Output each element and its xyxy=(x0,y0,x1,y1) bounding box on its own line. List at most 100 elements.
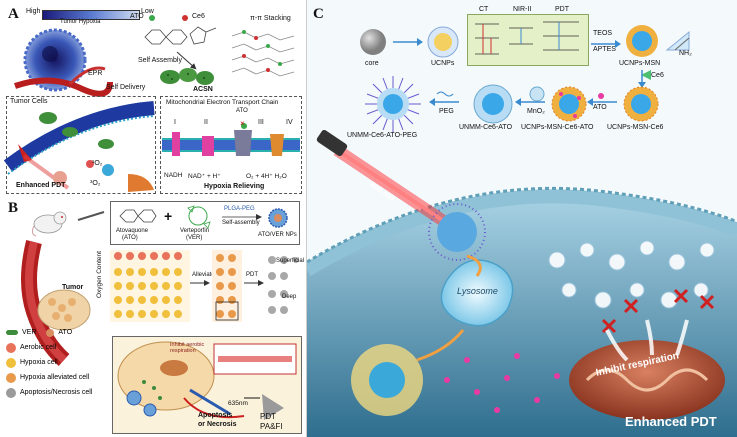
etc-title: Mitochondrial Electron Transport Chain xyxy=(166,99,279,106)
hypoxia-colorbar xyxy=(42,10,140,20)
pdt-arrow-icon xyxy=(244,280,264,286)
ucnps-msn-ce6-icon xyxy=(623,86,659,122)
energy-level-diagram xyxy=(475,21,579,55)
ce6-label: Ce6 xyxy=(192,13,205,20)
panel-a: A High Low Tumor Hypoxia EPR ATO Ce6 π-π… xyxy=(0,0,305,197)
deep-label: Deep xyxy=(282,294,297,300)
acsn-label: ACSN xyxy=(193,86,213,93)
peg-icon xyxy=(436,91,454,97)
legend-label: VER xyxy=(22,329,37,336)
unmm-ce6-ato-label: UNMM-Ce6-ATO xyxy=(459,124,513,131)
pdt-pa-fi-line1: PDT xyxy=(260,412,276,421)
acsn-nanoparticle-icon xyxy=(160,68,214,85)
tumor-sphere xyxy=(14,28,113,97)
complex-ii-label: II xyxy=(204,119,208,126)
tumor-cell-box xyxy=(6,96,156,194)
inhibit-resp-b-label: Inhibit aerobic respiration xyxy=(170,342,205,354)
ucnps-msn-icon xyxy=(626,25,658,57)
peg-label: PEG xyxy=(439,108,454,115)
verteporfin-abbr: (VER) xyxy=(186,235,203,241)
unmm-ce6-ato-icon xyxy=(473,84,513,124)
core-icon xyxy=(360,29,386,55)
colorbar-title: Tumor Hypoxia xyxy=(60,19,101,25)
ver-swatch xyxy=(6,330,18,335)
arrow-teos xyxy=(591,40,621,48)
necrotic-tissue-illustration xyxy=(268,256,299,314)
verteporfin-label: Verteporfin xyxy=(180,228,210,234)
panel-a-label: A xyxy=(8,6,19,22)
ato-ver-np-icon xyxy=(268,208,288,228)
teos-label: TEOS xyxy=(593,30,613,37)
pi-stacking-label: π-π Stacking xyxy=(250,15,291,22)
assembly-arrow-b-icon xyxy=(222,214,262,220)
colorbar-low: Low xyxy=(141,8,154,15)
legend-item: Apoptosis/Necrosis cell xyxy=(6,386,106,399)
ct-label: CT xyxy=(479,6,489,13)
ce6-dot-icon xyxy=(182,15,188,21)
legend-item: Hypoxia alleviated cell xyxy=(6,371,106,384)
unmm-ce6-ato-peg-label: UNMM-Ce6-ATO-PEG xyxy=(347,132,418,139)
nh2-label: NH₂ xyxy=(679,50,692,57)
aerobic-swatch xyxy=(6,342,16,353)
lysosome-label: Lysosome xyxy=(457,286,498,296)
self-assembly-b-label: Self-assembly xyxy=(222,220,260,226)
arrow-mno2 xyxy=(515,98,545,106)
np-label: ATO/VER NPs xyxy=(258,232,297,238)
panel-b: B Atovaquone (ATO) + Verteporfin (VER) P… xyxy=(0,198,305,437)
alleviate-arrow-icon xyxy=(190,280,210,286)
tumor-vessel-illustration xyxy=(21,240,91,366)
etc-membrane-illustration: × xyxy=(162,119,300,156)
atovaquone-label: Atovaquone xyxy=(116,228,149,234)
complex-iii-label: III xyxy=(258,119,264,126)
or-necrosis-label: or Necrosis xyxy=(198,421,237,428)
cell-mechanism-illustration xyxy=(117,341,297,420)
nadh-label: NADH xyxy=(164,172,183,179)
core-label: core xyxy=(365,60,379,67)
wavelength-label: 635nm xyxy=(228,400,248,407)
etc-ato-label: ATO xyxy=(236,108,248,114)
arrow-core-ucnps xyxy=(393,38,423,46)
ce6-c-label: Ce6 xyxy=(651,72,664,79)
ucnps-label: UCNPs xyxy=(431,60,455,67)
legend-label: Hypoxia cell xyxy=(20,359,58,366)
plga-peg-label: PLGA-PEG xyxy=(224,206,255,212)
mno2-label: MnO₂ xyxy=(527,108,545,115)
pi-stacking-icon xyxy=(231,30,295,77)
nad-label: NAD⁺ + H⁺ xyxy=(188,173,221,180)
mno2-icon xyxy=(529,86,545,102)
pdt-b-label: PDT xyxy=(246,272,258,278)
legend-label: Aerobic cell xyxy=(20,344,57,351)
assembly-arrow-icon xyxy=(176,51,197,70)
panel-c: C core UCNPs CT NIR-II PDT TEOS APTES NH… xyxy=(306,0,737,437)
svg-text:×: × xyxy=(240,119,245,128)
colorbar-high: High xyxy=(26,8,41,15)
ucnps-msn-label: UCNPs-MSN xyxy=(619,60,661,67)
cell-scene-background xyxy=(307,0,737,437)
singlet-oxygen-label: ¹O₂ xyxy=(92,160,103,167)
ato-swatch xyxy=(46,328,55,337)
ato-c-label: ATO xyxy=(593,104,607,111)
ato-label: ATO xyxy=(130,13,144,20)
alleviate-label: Alleviate xyxy=(192,272,215,278)
enhanced-pdt-label-a: Enhanced PDT xyxy=(16,182,66,189)
ce6-step-icon xyxy=(641,70,651,80)
plus-sign: + xyxy=(164,208,173,224)
pdt-c-top-label: PDT xyxy=(555,6,569,13)
energy-diagram-box xyxy=(467,14,589,66)
hypoxia-relieving-label: Hypoxia Relieving xyxy=(204,183,265,190)
enhanced-pdt-c-label: Enhanced PDT xyxy=(625,414,717,429)
atovaquone-structure-icon xyxy=(119,209,157,223)
unmm-ce6-ato-peg-icon xyxy=(365,76,421,132)
water-reaction-label: O₂ + 4H⁺ H₂O xyxy=(246,173,287,180)
panel-b-label: B xyxy=(8,200,19,216)
pdt-pa-fi-line2: PA&FI xyxy=(260,422,283,431)
arrow-ato xyxy=(587,98,617,106)
formulation-box xyxy=(110,201,300,245)
legend-item: Hypoxia cell xyxy=(6,356,106,369)
complex-i-label: I xyxy=(174,119,176,126)
legend-label: Hypoxia alleviated cell xyxy=(20,374,90,381)
apoptosis-swatch xyxy=(6,387,16,398)
self-delivery-label: Self Delivery xyxy=(106,84,146,91)
